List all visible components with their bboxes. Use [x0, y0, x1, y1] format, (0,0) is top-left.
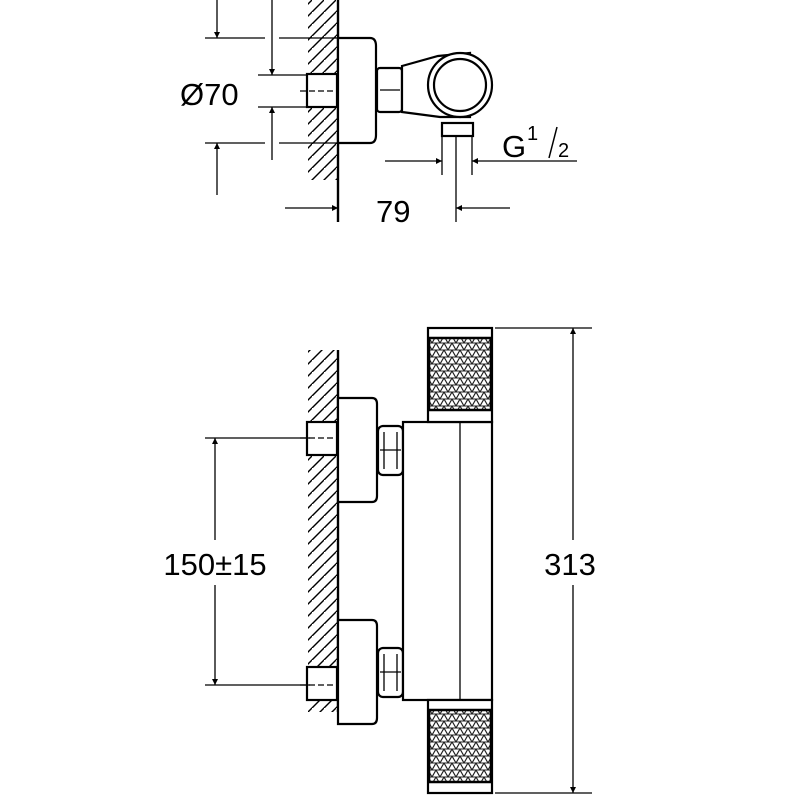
- front-view: 150±15 313: [163, 326, 596, 795]
- wall-hatching: [308, 350, 338, 712]
- thread-fraction-num: 1: [527, 123, 538, 145]
- height-label: 313: [544, 547, 596, 582]
- upper-hex-nut: [376, 424, 405, 477]
- thread-fraction-den: 2: [558, 140, 569, 162]
- inlet-spacing-label: 150±15: [163, 547, 266, 582]
- diameter-label: Ø70: [180, 77, 239, 112]
- lower-inlet-nipple: [305, 665, 339, 702]
- wall-flange: [336, 36, 378, 145]
- thread-label: G: [502, 129, 526, 164]
- lower-hex-nut: [376, 646, 405, 699]
- fraction-slash: [548, 126, 558, 159]
- outlet-connector: [440, 121, 475, 138]
- depth-label: 79: [376, 194, 410, 229]
- thermostat-body: [401, 420, 494, 702]
- side-view: Ø70 G 1 2 79: [180, 0, 577, 229]
- upper-flange: [336, 396, 379, 504]
- temperature-handle[interactable]: [426, 326, 494, 424]
- flow-handle[interactable]: [426, 698, 494, 795]
- control-knob-inner: [432, 57, 488, 113]
- lower-flange: [336, 618, 379, 726]
